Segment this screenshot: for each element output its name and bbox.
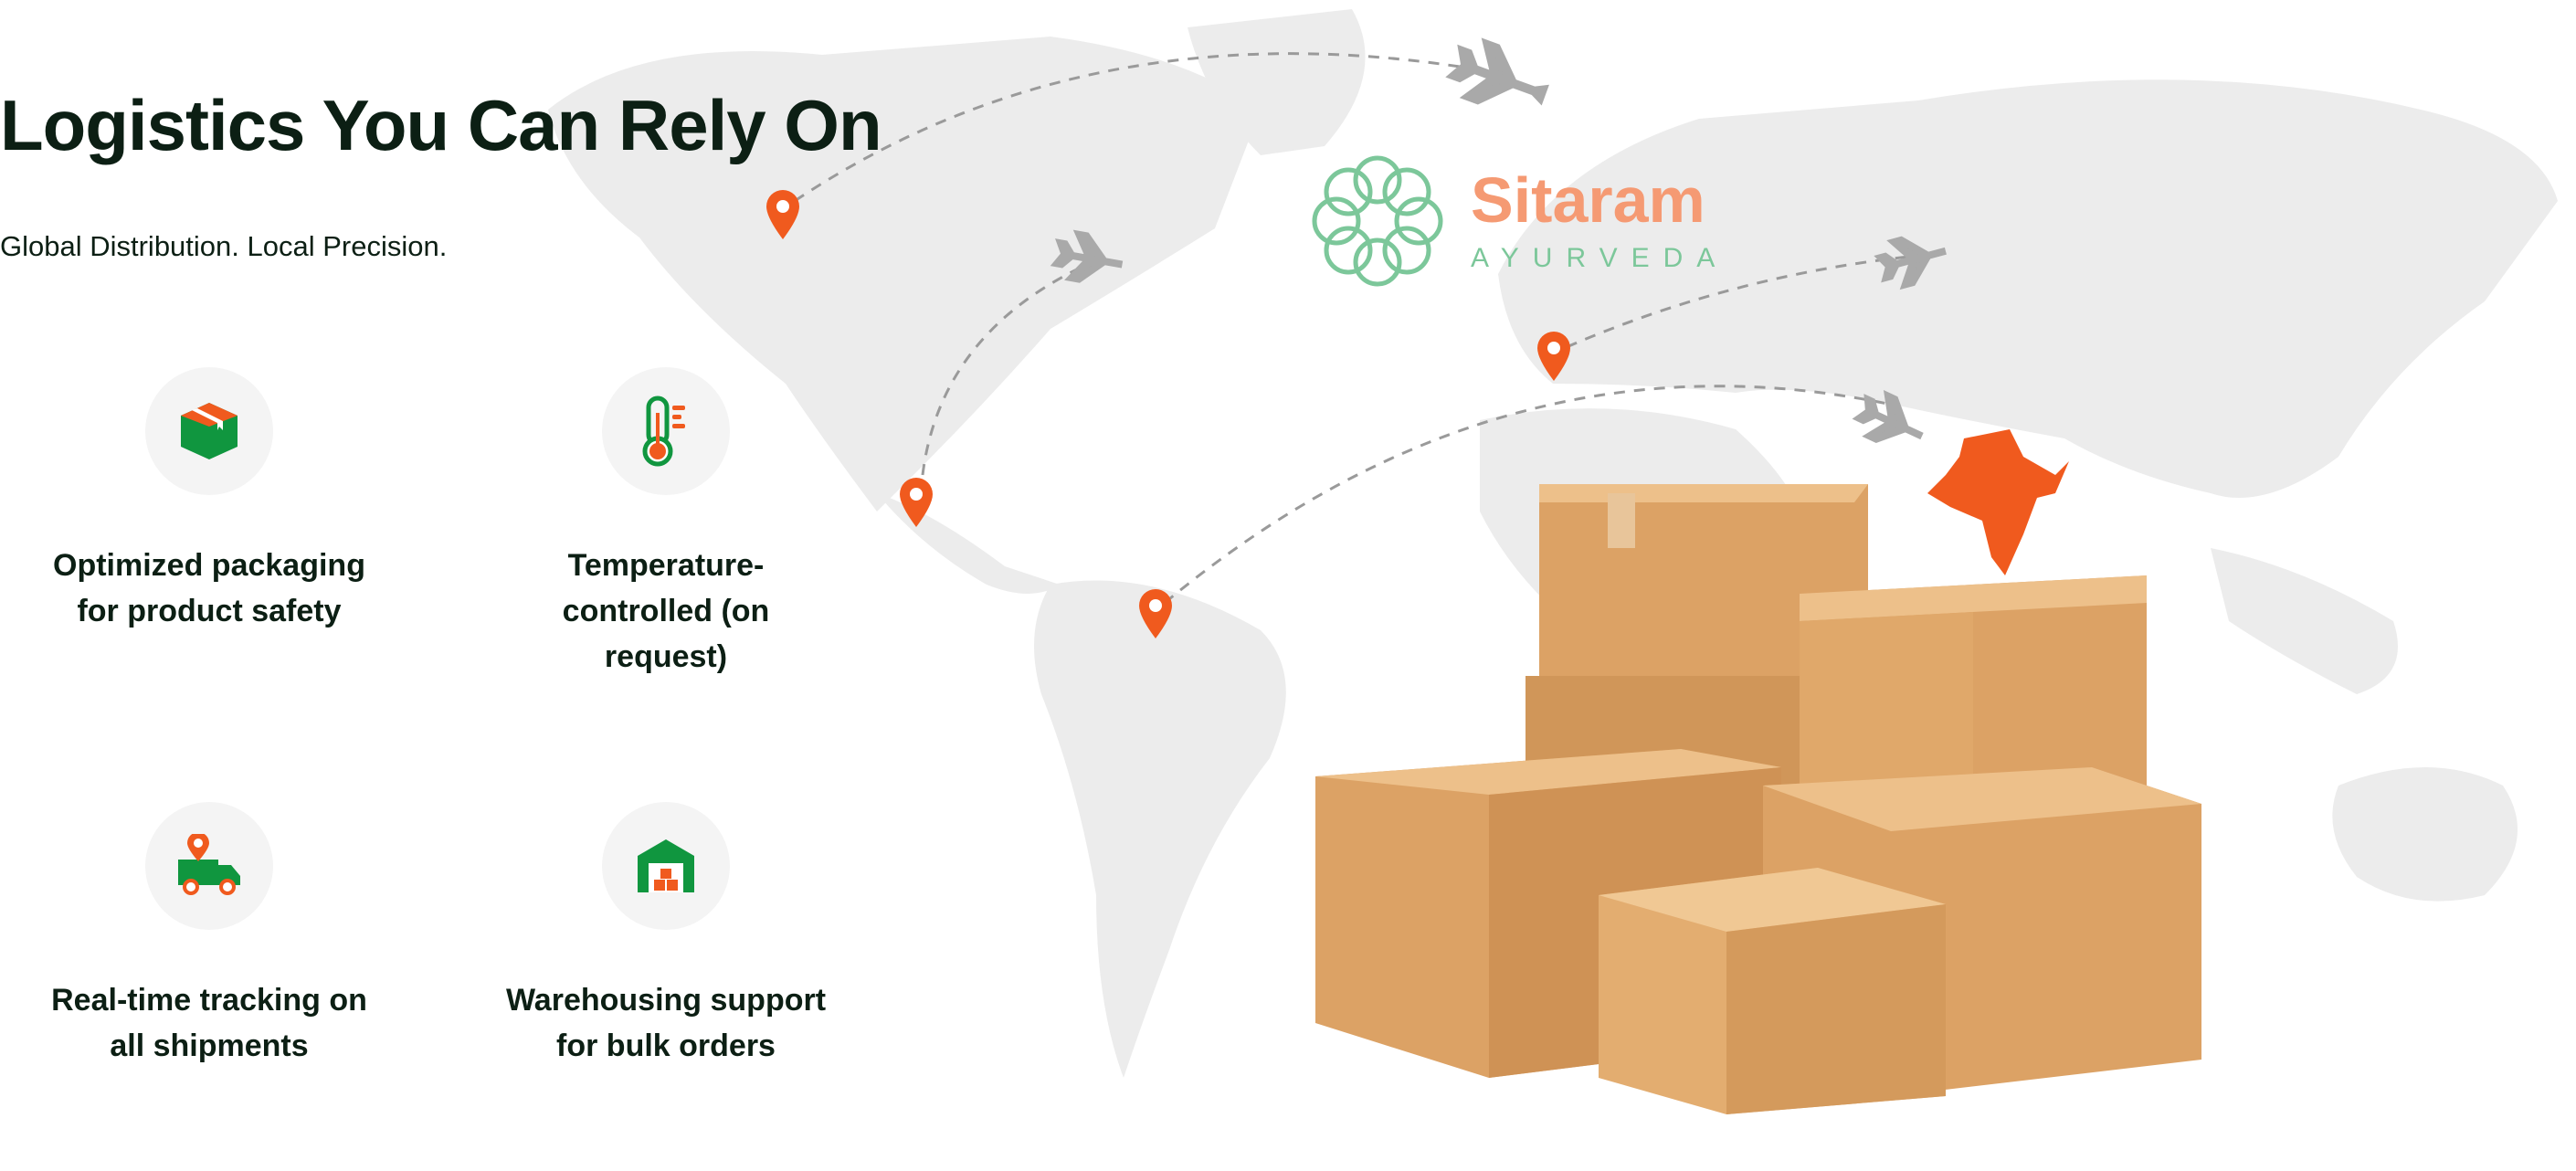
flight-route (921, 258, 1097, 476)
location-pin-icon (900, 478, 933, 527)
europe-asia-shape (1498, 79, 2558, 498)
feature-warehousing: Warehousing support for bulk orders (501, 802, 830, 1069)
airplane-icon (1874, 236, 1947, 290)
flight-route (794, 52, 1499, 203)
sitaram-ayurveda-logo: Sitaram AYURVEDA (1304, 148, 1728, 294)
page-title: Logistics You Can Rely On (0, 85, 882, 165)
airplane-icon (1445, 37, 1549, 106)
brand-tagline: AYURVEDA (1471, 243, 1729, 273)
airplane-icon (1050, 229, 1124, 283)
thermometer-icon (602, 367, 730, 495)
airplane-icon (1852, 390, 1924, 444)
southeast-asia-shape (2211, 548, 2398, 694)
north-america-shape (548, 37, 1261, 512)
cardboard-box (1599, 868, 1946, 1114)
india-map-highlight (1927, 429, 2069, 575)
greenland-shape (1188, 9, 1366, 155)
cardboard-box (1800, 575, 2147, 822)
location-pin-icon (1139, 589, 1172, 638)
australia-shape (2332, 767, 2518, 902)
warehouse-icon (602, 802, 730, 930)
mandala-logo-icon (1312, 155, 1443, 287)
central-america-shape (877, 493, 1060, 594)
south-america-shape (1034, 580, 1286, 1078)
brand-name: Sitaram (1471, 164, 1705, 236)
location-pin-icon (1537, 332, 1570, 381)
cardboard-box (1539, 484, 1868, 712)
feature-packaging: Optimized packaging for product safety (45, 367, 374, 634)
package-box-icon (145, 367, 273, 495)
flight-route (1566, 254, 1919, 349)
feature-temperature: Temperature-controlled (on request) (501, 367, 830, 680)
feature-tracking: Real-time tracking on all shipments (45, 802, 374, 1069)
delivery-truck-location-icon (145, 802, 273, 930)
location-pin-icon (766, 190, 799, 239)
cardboard-boxes-image (1315, 484, 2201, 1114)
page-subtitle: Global Distribution. Local Precision. (0, 230, 448, 262)
flight-route (1164, 385, 1901, 605)
